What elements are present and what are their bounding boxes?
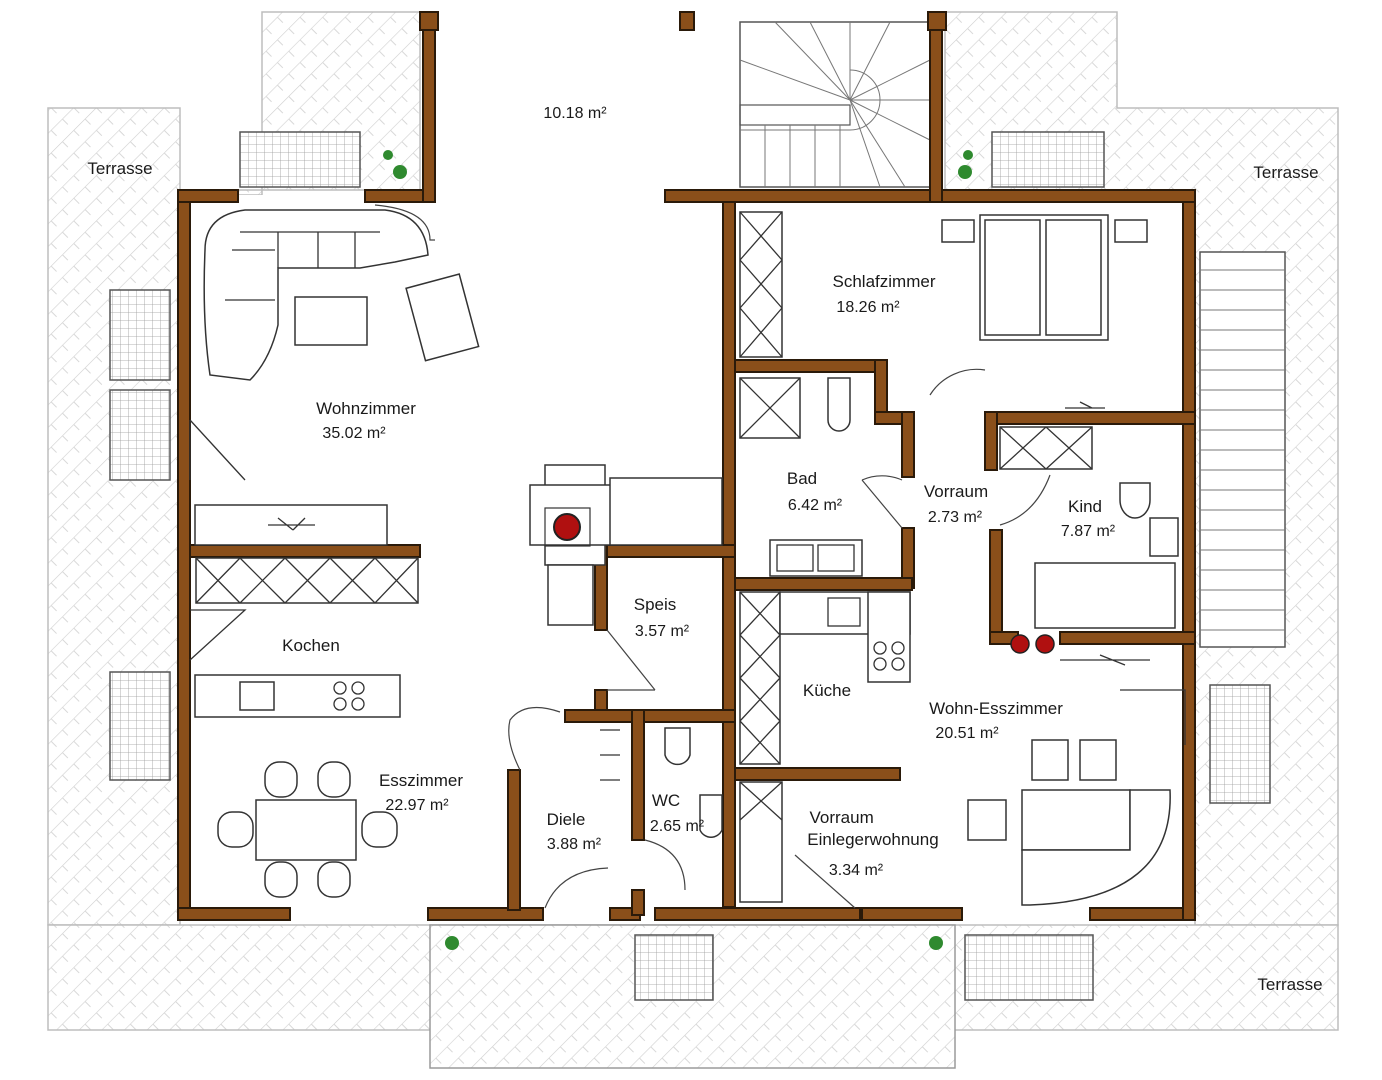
spiral-staircase xyxy=(739,21,931,188)
furniture xyxy=(189,209,1186,906)
room-balkon-area: 10.18 m² xyxy=(543,105,607,122)
room-vorraum-einlieger-area: 3.34 m² xyxy=(829,862,884,879)
room-diele-area: 3.88 m² xyxy=(547,836,602,853)
room-schlafzimmer-area: 18.26 m² xyxy=(836,299,900,316)
room-wohn-esszimmer-area: 20.51 m² xyxy=(935,725,999,742)
doors xyxy=(374,204,1051,909)
vorraum-einlieger-line2: Einlegerwohnung xyxy=(807,830,938,849)
room-wohnzimmer-area: 35.02 m² xyxy=(322,425,386,442)
room-wohnzimmer-name: Wohnzimmer xyxy=(316,399,416,418)
room-kind-name: Kind xyxy=(1068,497,1102,516)
outside-stairs xyxy=(1199,251,1286,648)
room-esszimmer-area: 22.97 m² xyxy=(385,797,449,814)
room-kind-area: 7.87 m² xyxy=(1061,523,1116,540)
room-bad-area: 6.42 m² xyxy=(788,497,843,514)
room-wohn-esszimmer-name: Wohn-Esszimmer xyxy=(929,699,1063,718)
room-speis-area: 3.57 m² xyxy=(635,623,690,640)
plants xyxy=(383,150,973,950)
room-wc-name: WC xyxy=(652,791,680,810)
room-diele-name: Diele xyxy=(547,810,586,829)
room-wc-area: 2.65 m² xyxy=(650,818,705,835)
room-vorraum-area: 2.73 m² xyxy=(928,509,983,526)
room-bad-name: Bad xyxy=(787,469,817,488)
terrace-label-bottom: Terrasse xyxy=(1257,975,1322,994)
window-blocks xyxy=(109,131,1271,1001)
terrace-label-left: Terrasse xyxy=(87,159,152,178)
room-kochen-name: Kochen xyxy=(282,636,340,655)
room-speis-name: Speis xyxy=(634,595,677,614)
room-vorraum-einlieger-name: Vorraum Einlegerwohnung xyxy=(807,808,938,849)
room-vorraum-name: Vorraum xyxy=(924,482,988,501)
room-esszimmer-name: Esszimmer xyxy=(379,771,463,790)
vorraum-einlieger-line1: Vorraum xyxy=(810,808,874,827)
room-schlafzimmer-name: Schlafzimmer xyxy=(833,272,936,291)
walls xyxy=(177,11,1196,921)
room-kueche-name: Küche xyxy=(803,681,851,700)
terrace-label-right: Terrasse xyxy=(1253,163,1318,182)
